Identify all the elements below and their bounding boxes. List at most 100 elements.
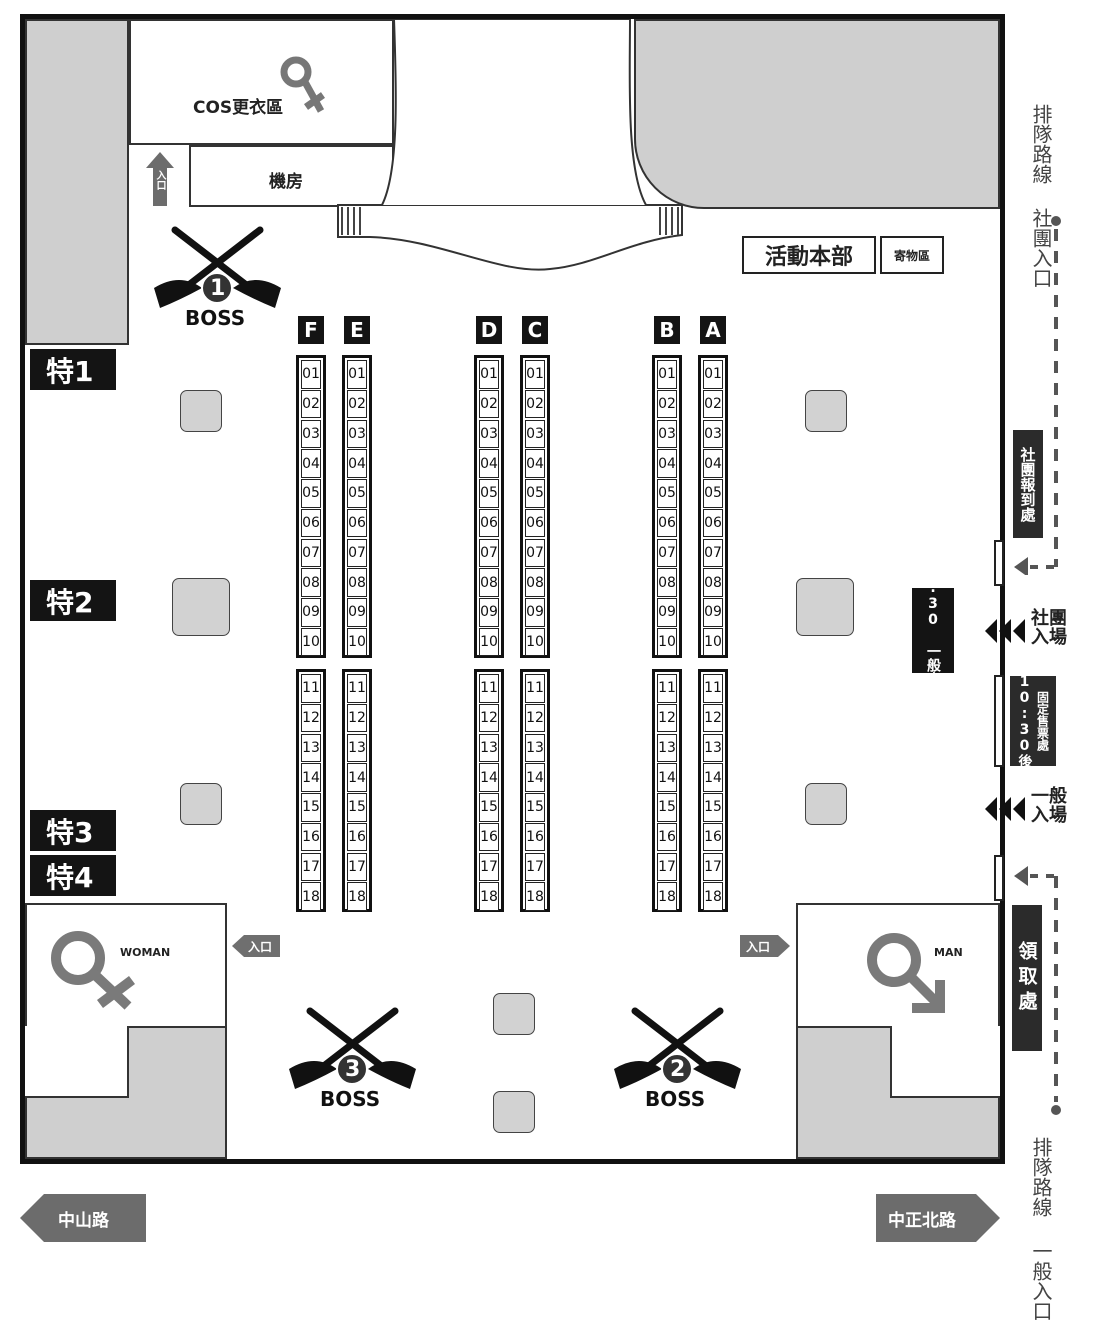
booth-cell[interactable]: 18 <box>703 882 723 911</box>
general-exit-box[interactable]: 10:30 一般出入口 <box>912 548 954 714</box>
booth-cell[interactable]: 15 <box>301 793 321 822</box>
booth-cell[interactable]: 03 <box>347 419 367 448</box>
booth-cell[interactable]: 09 <box>657 598 677 627</box>
booth-cell[interactable]: 17 <box>703 852 723 881</box>
booth-cell[interactable]: 03 <box>657 419 677 448</box>
booth-cell[interactable]: 01 <box>657 360 677 389</box>
booth-cell[interactable]: 11 <box>479 674 499 703</box>
special-area-1[interactable]: 特1 <box>30 349 116 390</box>
booth-cell[interactable]: 04 <box>479 449 499 478</box>
booth-cell[interactable]: 18 <box>479 882 499 911</box>
ticket-office[interactable]: 10:30後 固定售票處 <box>1010 674 1056 768</box>
road-right-arrow[interactable]: 中正北路 <box>876 1194 1000 1242</box>
booth-cell[interactable]: 06 <box>525 508 545 538</box>
road-left-arrow[interactable]: 中山路 <box>20 1194 146 1242</box>
booth-cell[interactable]: 16 <box>657 822 677 852</box>
booth-cell[interactable]: 02 <box>657 389 677 419</box>
booth-cell[interactable]: 10 <box>301 627 321 657</box>
booth-cell[interactable]: 08 <box>657 568 677 597</box>
booth-cell[interactable]: 15 <box>479 793 499 822</box>
booth-cell[interactable]: 15 <box>703 793 723 822</box>
booth-cell[interactable]: 03 <box>301 419 321 448</box>
booth-cell[interactable]: 16 <box>479 822 499 852</box>
boss-2[interactable]: 2 BOSS <box>610 1003 745 1111</box>
booth-cell[interactable]: 05 <box>525 479 545 508</box>
cos-changing-room[interactable]: COS更衣區 <box>129 19 394 145</box>
booth-cell[interactable]: 11 <box>347 674 367 703</box>
booth-cell[interactable]: 07 <box>479 538 499 567</box>
booth-cell[interactable]: 16 <box>347 822 367 852</box>
booth-cell[interactable]: 12 <box>657 703 677 733</box>
booth-cell[interactable]: 06 <box>703 508 723 538</box>
booth-cell[interactable]: 06 <box>301 508 321 538</box>
special-area-4[interactable]: 特4 <box>30 855 116 896</box>
hq-box[interactable]: 活動本部 <box>742 236 876 274</box>
booth-cell[interactable]: 12 <box>525 703 545 733</box>
booth-cell[interactable]: 15 <box>525 793 545 822</box>
booth-cell[interactable]: 01 <box>525 360 545 389</box>
booth-cell[interactable]: 05 <box>703 479 723 508</box>
booth-cell[interactable]: 12 <box>301 703 321 733</box>
booth-cell[interactable]: 10 <box>525 627 545 657</box>
booth-cell[interactable]: 17 <box>657 852 677 881</box>
booth-cell[interactable]: 07 <box>703 538 723 567</box>
booth-cell[interactable]: 17 <box>301 852 321 881</box>
booth-cell[interactable]: 02 <box>525 389 545 419</box>
special-area-3[interactable]: 特3 <box>30 810 116 851</box>
booth-cell[interactable]: 03 <box>703 419 723 448</box>
boss-3[interactable]: 3 BOSS <box>285 1003 420 1111</box>
booth-cell[interactable]: 14 <box>657 763 677 792</box>
booth-cell[interactable]: 10 <box>657 627 677 657</box>
booth-cell[interactable]: 13 <box>301 733 321 762</box>
booth-cell[interactable]: 08 <box>703 568 723 597</box>
club-checkin-desk[interactable]: 社團報到處 <box>1013 430 1043 538</box>
booth-cell[interactable]: 09 <box>347 598 367 627</box>
booth-cell[interactable]: 10 <box>703 627 723 657</box>
booth-cell[interactable]: 07 <box>657 538 677 567</box>
booth-cell[interactable]: 14 <box>703 763 723 792</box>
booth-cell[interactable]: 14 <box>479 763 499 792</box>
booth-cell[interactable]: 11 <box>525 674 545 703</box>
booth-cell[interactable]: 05 <box>301 479 321 508</box>
booth-cell[interactable]: 14 <box>301 763 321 792</box>
booth-cell[interactable]: 06 <box>347 508 367 538</box>
booth-cell[interactable]: 14 <box>347 763 367 792</box>
women-entrance-arrow[interactable]: 入口 <box>232 935 280 957</box>
booth-cell[interactable]: 13 <box>703 733 723 762</box>
booth-cell[interactable]: 04 <box>657 449 677 478</box>
booth-cell[interactable]: 14 <box>525 763 545 792</box>
booth-cell[interactable]: 01 <box>479 360 499 389</box>
booth-cell[interactable]: 05 <box>657 479 677 508</box>
booth-cell[interactable]: 01 <box>301 360 321 389</box>
booth-cell[interactable]: 08 <box>479 568 499 597</box>
booth-cell[interactable]: 01 <box>703 360 723 389</box>
booth-cell[interactable]: 06 <box>657 508 677 538</box>
booth-cell[interactable]: 11 <box>301 674 321 703</box>
booth-cell[interactable]: 07 <box>301 538 321 567</box>
booth-cell[interactable]: 07 <box>347 538 367 567</box>
booth-cell[interactable]: 17 <box>525 852 545 881</box>
booth-cell[interactable]: 02 <box>347 389 367 419</box>
booth-cell[interactable]: 18 <box>301 882 321 911</box>
booth-cell[interactable]: 18 <box>525 882 545 911</box>
special-area-2[interactable]: 特2 <box>30 580 116 621</box>
booth-cell[interactable]: 13 <box>525 733 545 762</box>
booth-cell[interactable]: 07 <box>525 538 545 567</box>
booth-cell[interactable]: 12 <box>703 703 723 733</box>
booth-cell[interactable]: 09 <box>479 598 499 627</box>
booth-cell[interactable]: 04 <box>301 449 321 478</box>
booth-cell[interactable]: 16 <box>525 822 545 852</box>
booth-cell[interactable]: 08 <box>347 568 367 597</box>
men-entrance-arrow[interactable]: 入口 <box>740 935 790 957</box>
booth-cell[interactable]: 15 <box>347 793 367 822</box>
booth-cell[interactable]: 09 <box>703 598 723 627</box>
booth-cell[interactable]: 01 <box>347 360 367 389</box>
booth-cell[interactable]: 18 <box>657 882 677 911</box>
booth-cell[interactable]: 13 <box>479 733 499 762</box>
boss-1[interactable]: 1 BOSS <box>150 222 285 330</box>
booth-cell[interactable]: 05 <box>479 479 499 508</box>
booth-cell[interactable]: 18 <box>347 882 367 911</box>
storage-box[interactable]: 寄物區 <box>880 236 944 274</box>
booth-cell[interactable]: 06 <box>479 508 499 538</box>
booth-cell[interactable]: 03 <box>479 419 499 448</box>
